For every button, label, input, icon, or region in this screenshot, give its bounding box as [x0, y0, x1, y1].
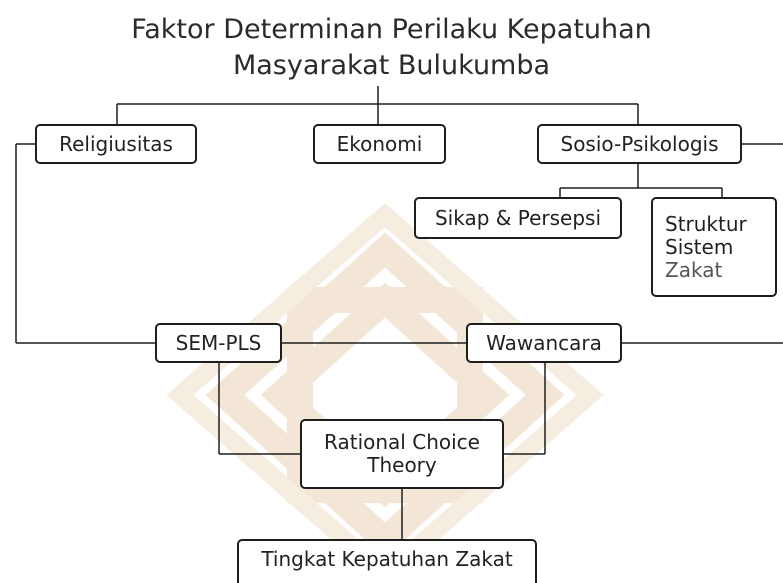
diagram-title-line-2: Masyarakat Bulukumba [232, 50, 551, 81]
node-struktur-sistem-zakat: Struktur Sistem Zakat [651, 197, 777, 297]
node-sosio-psikologis: Sosio-Psikologis [537, 124, 742, 164]
diagram-title-line-1: Faktor Determinan Perilaku Kepatuhan [131, 14, 652, 45]
node-ekonomi: Ekonomi [313, 124, 446, 164]
node-rational-choice-theory: Rational Choice Theory [300, 419, 504, 489]
rational-choice-line-1: Rational Choice [324, 430, 480, 454]
node-wawancara: Wawancara [466, 323, 622, 363]
node-religiusitas: Religiusitas [35, 124, 197, 164]
node-sem-pls: SEM-PLS [155, 323, 282, 363]
struktur-line-1: Struktur [665, 211, 747, 236]
struktur-line-2: Sistem [665, 234, 734, 259]
struktur-line-3: Zakat [665, 257, 723, 282]
node-tingkat-kepatuhan-zakat: Tingkat Kepatuhan Zakat [237, 539, 537, 583]
node-sikap-persepsi: Sikap & Persepsi [414, 197, 622, 239]
rational-choice-line-2: Theory [367, 453, 437, 477]
